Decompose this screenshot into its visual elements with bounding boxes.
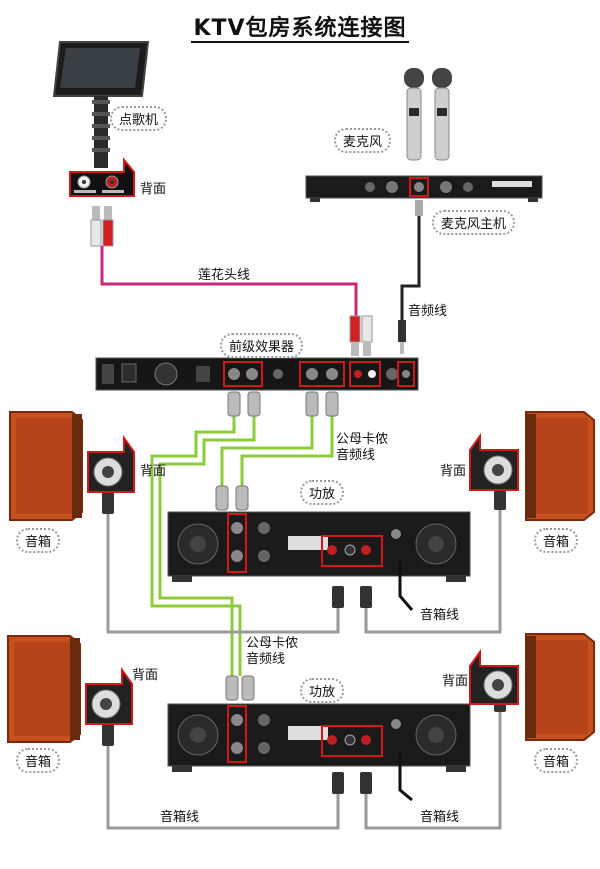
back-label-player: 背面 xyxy=(140,182,167,197)
speaker-cable-label-1: 音箱线 xyxy=(420,608,460,623)
amplifier-2-power-cord xyxy=(398,752,413,802)
preamp-effector-device xyxy=(95,357,419,391)
speaker-back-callout-tr xyxy=(469,432,519,491)
xlr-cables-green xyxy=(150,416,334,676)
rca-cable-path xyxy=(100,246,358,316)
speaker-back-callout-bl xyxy=(85,666,133,725)
speaker-bottom-left-label: 音箱 xyxy=(16,748,61,773)
mic-receiver-device xyxy=(305,175,543,202)
back-label-speaker-tr: 背面 xyxy=(440,464,467,479)
mic-receiver-label: 麦克风主机 xyxy=(432,210,516,235)
karaoke-player-label: 点歌机 xyxy=(110,106,168,131)
speaker-back-callout-tl xyxy=(87,434,135,493)
preamp-effector-label: 前级效果器 xyxy=(220,333,304,358)
karaoke-player-device xyxy=(52,41,150,168)
amplifier-1-label: 功放 xyxy=(300,480,345,505)
speaker-top-left xyxy=(9,411,83,521)
xlr-plugs xyxy=(215,391,339,701)
speaker-cable-label-2: 音箱线 xyxy=(160,810,200,825)
amplifier-1-power-cord xyxy=(398,560,414,611)
microphone-label: 麦克风 xyxy=(334,128,392,153)
back-label-speaker-tl: 背面 xyxy=(140,464,167,479)
amplifier-2-label: 功放 xyxy=(300,678,345,703)
speaker-top-right xyxy=(525,411,595,521)
rca-cable-label: 莲花头线 xyxy=(198,268,251,283)
speaker-back-callout-br xyxy=(469,648,519,705)
back-label-speaker-bl: 背面 xyxy=(132,668,159,683)
back-label-speaker-br: 背面 xyxy=(442,674,469,689)
speaker-cable-label-3: 音箱线 xyxy=(420,810,460,825)
speaker-bottom-right-label: 音箱 xyxy=(534,748,579,773)
amplifier-2-device xyxy=(167,703,471,772)
xlr-audio-cable-label-1: 公母卡侬 音频线 xyxy=(336,432,389,463)
microphone-pair xyxy=(404,68,452,161)
karaoke-player-back-panel xyxy=(69,157,135,197)
amplifier-1-device xyxy=(167,511,471,582)
rca-plugs-effector xyxy=(349,315,373,356)
speaker-top-right-label: 音箱 xyxy=(534,528,579,553)
speaker-top-left-label: 音箱 xyxy=(16,528,61,553)
audio-jack-plugs xyxy=(398,200,423,354)
audio-cable-path xyxy=(400,214,421,320)
speaker-bottom-right xyxy=(525,633,595,741)
audio-cable-label: 音频线 xyxy=(408,304,448,319)
page-title: KTV包房系统连接图 xyxy=(191,16,409,43)
speaker-cables-gray xyxy=(106,510,502,830)
rca-plugs-player xyxy=(90,206,114,247)
xlr-audio-cable-label-2: 公母卡侬 音频线 xyxy=(246,636,299,667)
speaker-bottom-left xyxy=(7,635,81,743)
speakon-plugs xyxy=(102,488,506,794)
